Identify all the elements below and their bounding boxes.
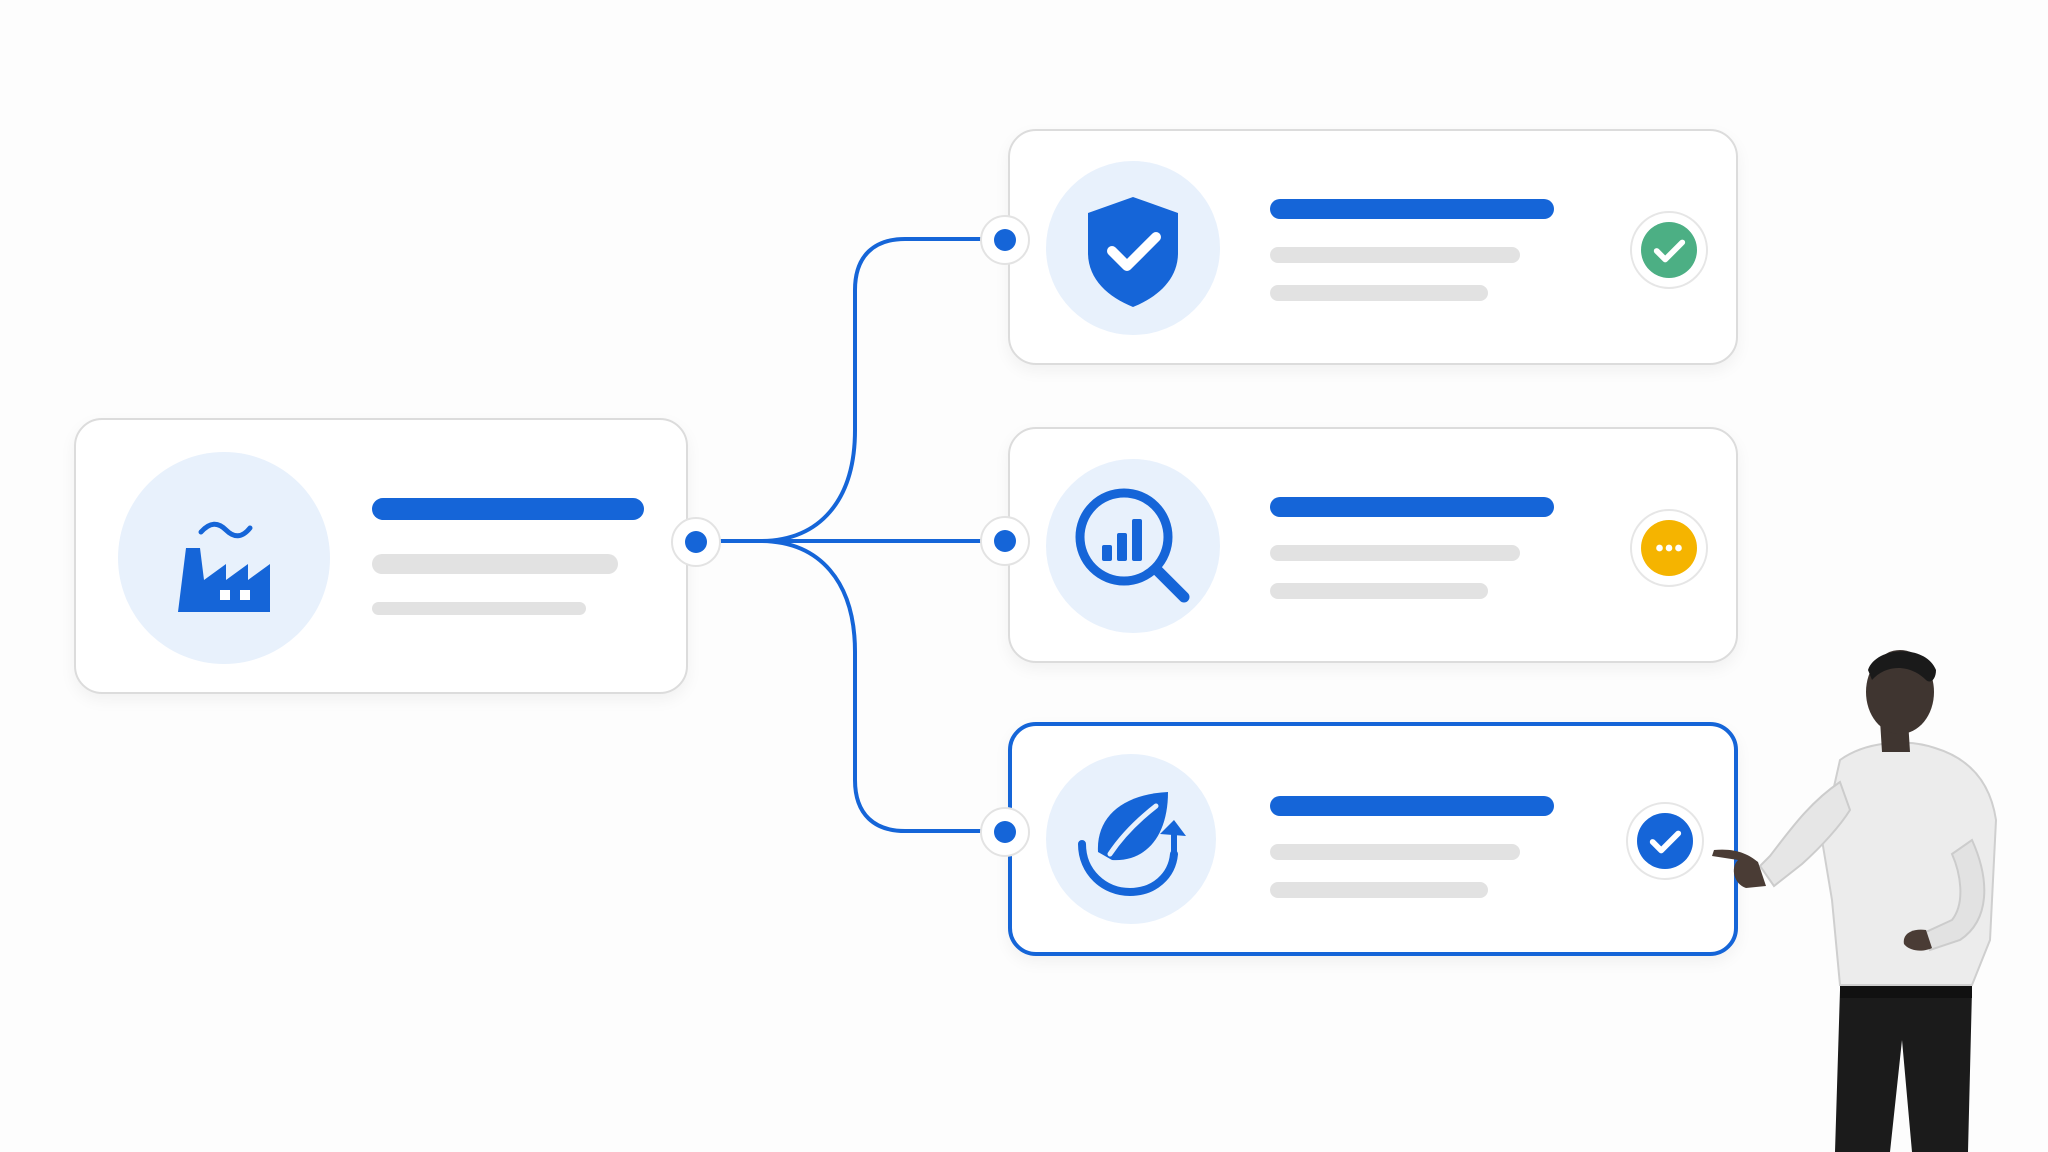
- step-3-input-node[interactable]: [980, 807, 1030, 857]
- step-1-icon-circle: [1046, 161, 1220, 335]
- step-3-status-badge: [1626, 802, 1704, 880]
- step-1-input-node[interactable]: [980, 215, 1030, 265]
- source-output-node[interactable]: [671, 517, 721, 567]
- step-2-status-badge: [1630, 509, 1708, 587]
- source-icon-circle: [118, 452, 330, 664]
- step-1-status-badge: [1630, 211, 1708, 289]
- check-circle-icon: [1653, 239, 1686, 263]
- presenter-person-icon: [1712, 650, 1998, 1152]
- node-dot: [685, 531, 707, 553]
- more-dots-icon: [1656, 544, 1682, 552]
- source-text-line-1: [372, 554, 618, 574]
- source-card[interactable]: [74, 418, 688, 694]
- step-1-text-line-1: [1270, 247, 1520, 263]
- node-dot: [994, 229, 1016, 251]
- step-card-2[interactable]: [1008, 427, 1738, 663]
- step-card-3[interactable]: [1008, 722, 1738, 956]
- step-2-icon-circle: [1046, 459, 1220, 633]
- check-circle-icon: [1649, 830, 1682, 854]
- node-dot: [994, 530, 1016, 552]
- factory-icon: [178, 521, 270, 612]
- node-dot: [994, 821, 1016, 843]
- source-title-line: [372, 498, 644, 520]
- step-2-title-line: [1270, 497, 1554, 517]
- connector-to-step-3: [720, 539, 987, 833]
- source-text-line-2: [372, 602, 586, 615]
- step-2-text-line-2: [1270, 583, 1488, 599]
- step-card-1[interactable]: [1008, 129, 1738, 365]
- shield-check-icon: [1088, 197, 1178, 307]
- step-1-title-line: [1270, 199, 1554, 219]
- step-1-text-line-2: [1270, 285, 1488, 301]
- step-3-text-line-1: [1270, 844, 1520, 860]
- step-3-title-line: [1270, 796, 1554, 816]
- step-2-text-line-1: [1270, 545, 1520, 561]
- connector-to-step-1: [720, 237, 987, 543]
- step-3-text-line-2: [1270, 882, 1488, 898]
- leaf-recycle-icon: [1078, 792, 1186, 897]
- step-3-icon-circle: [1046, 754, 1216, 924]
- analytics-search-icon: [1075, 488, 1190, 603]
- step-2-input-node[interactable]: [980, 516, 1030, 566]
